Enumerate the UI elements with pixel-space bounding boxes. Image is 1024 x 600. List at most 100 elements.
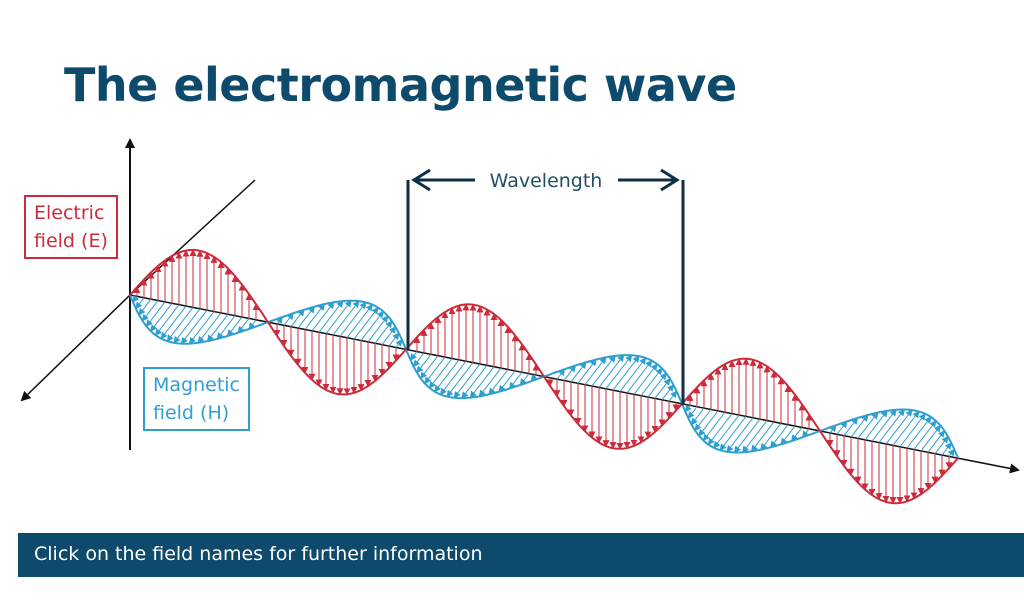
magnetic-field-vector [226,316,243,337]
magnetic-field-vector [297,305,316,329]
magnetic-field-vector [633,363,658,395]
magnetic-field-vector [647,372,667,398]
magnetic-field-vector [237,318,250,334]
magnetic-field-vector [216,315,236,340]
magnetic-field-vector [290,308,305,328]
magnetic-field-vector [690,407,705,426]
magnetic-field-vector [892,410,920,446]
magnetic-field-vector [434,359,460,393]
magnetic-field-vector [563,364,577,381]
magnetic-field-vector [791,427,803,442]
magnetic-field-vector [719,416,747,451]
magnetic-field-vector [424,356,446,385]
magnetic-field-vector [556,368,566,380]
magnetic-field-vector [661,384,675,401]
magnetic-field-vector [780,425,796,446]
magnetic-field-vector [570,361,587,383]
magnetic-field-vector [367,315,389,343]
wavelength-label: Wavelength [490,170,603,192]
magnetic-field-vector [498,370,516,393]
magnetic-field-vector [707,413,733,446]
magnetic-field-vector [591,355,616,387]
magnetic-field-vector [388,332,400,347]
magnetic-field-vector [135,297,145,310]
magnetic-field-vector [899,413,926,448]
instruction-bar: Click on the field names for further inf… [18,533,1024,577]
magnetic-field-vector [180,309,208,345]
magnetic-field-vector [619,357,647,392]
magnetic-field-vector [353,306,379,340]
electric-field-label-line1: Electric [34,202,105,224]
magnetic-field-vector [598,354,625,388]
magnetic-field-vector [885,409,913,445]
magnetic-field-button[interactable]: Magnetic field (H) [143,367,251,431]
magnetic-field-vector [508,371,523,390]
instruction-text: Click on the field names for further inf… [34,543,483,565]
magnetic-field-vector [934,435,949,454]
magnetic-field-vector [947,448,955,457]
magnetic-field-vector [428,358,453,389]
magnetic-field-vector [141,300,159,322]
magnetic-field-vector [318,300,344,333]
magnetic-field-vector [206,314,229,342]
magnetic-field-vector [843,417,859,437]
magnetic-field-vector [760,422,782,451]
magnetic-field-vector [702,411,726,442]
magnetic-field-vector [920,424,942,452]
magnetic-field-vector [733,418,761,454]
magnetic-field-vector [395,338,403,348]
magnetic-field-vector [864,410,888,441]
electric-field-label-line2: field (E) [34,230,108,252]
magnetic-field-vector [188,311,215,345]
magnetic-field-vector [311,301,335,332]
magnetic-field-vector [750,421,775,453]
magnetic-field-vector [346,303,373,339]
em-wave-diagram: Wavelength [20,138,1020,505]
magnetic-field-vector [871,408,897,442]
magnetic-field-vector [694,409,712,432]
magnetic-field-vector [166,307,194,342]
electric-field-wave [129,248,959,505]
magnetic-field-vector [155,304,180,336]
depth-axis-lower [20,294,131,402]
magnetic-field-vector [416,354,432,374]
magnetic-field-vector [857,411,879,439]
magnetic-field-vector [684,404,692,413]
magnetic-field-vector [469,366,495,399]
magnetic-field-vector [197,312,222,344]
magnetic-field-vector [742,420,768,454]
magnetic-field-vector [461,365,488,399]
magnetic-field-vector [160,305,187,340]
magnetic-field-vector [478,367,502,398]
magnetic-field-vector [770,424,789,449]
magnetic-field-vector [332,300,360,336]
electric-field-curve [129,249,959,505]
page-title: The electromagnetic wave [64,58,737,112]
magnetic-field-vector [584,356,607,385]
magnetic-field-label-line1: Magnetic [153,374,241,396]
magnetic-field-label-line2: field (H) [153,402,230,424]
magnetic-field-vector [381,326,397,345]
magnetic-field-vector [906,416,932,449]
magnetic-field-vector [668,390,678,402]
propagation-axis [129,294,1020,474]
magnetic-field-vector [453,363,481,399]
magnetic-field-vector [836,420,848,435]
magnetic-field-vector [605,354,633,390]
magnetic-field-vector [519,373,530,386]
magnetic-field-vector [726,417,754,453]
magnetic-field-vector [439,360,467,396]
magnetic-field-vector [941,442,952,456]
magnetic-field-vector [138,298,152,316]
magnetic-field-vector [850,414,869,438]
magnetic-field-vector [640,367,663,397]
magnetic-field-vector [913,420,937,450]
magnetic-field-vector [420,355,439,380]
magnetic-field-vector [626,359,653,394]
magnetic-field-vector [283,312,294,326]
magnetic-field-vector [927,430,946,453]
magnetic-field-vector [488,369,509,396]
electric-field-button[interactable]: Electric field (E) [24,195,118,259]
magnetic-field-vector [654,378,671,399]
magnetic-field-vector [325,299,352,334]
